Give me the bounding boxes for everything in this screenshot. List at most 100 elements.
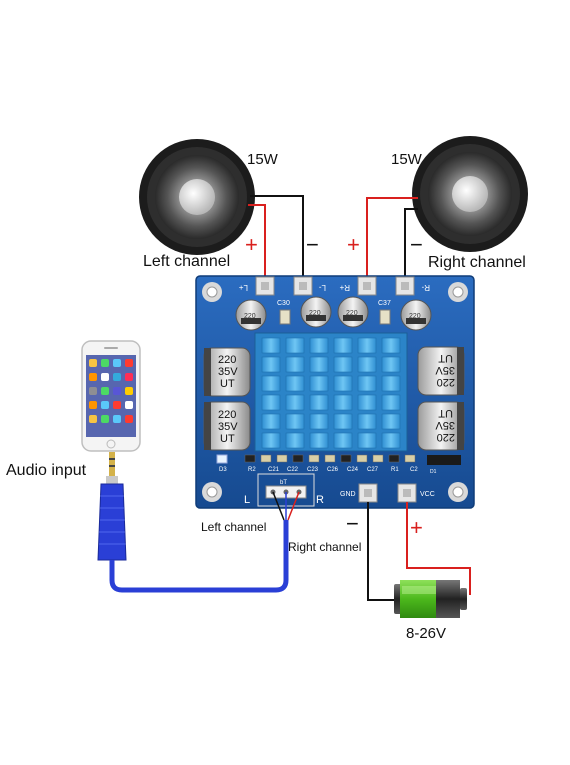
silk-c24: C24 <box>347 467 359 473</box>
silk-c27: C27 <box>367 467 379 473</box>
heatsink-fin <box>333 394 353 411</box>
output-terminals <box>255 276 415 296</box>
audio-jack-icon <box>97 452 127 561</box>
heatsink-fin <box>333 413 353 430</box>
silk-d1: D1 <box>430 469 437 475</box>
heatsink-fin <box>261 375 281 392</box>
top-cap-label-3: 220 <box>346 310 358 317</box>
smd-component <box>276 454 288 463</box>
cap-rt-line3: UT <box>438 352 453 364</box>
right-minus-sign: − <box>410 232 423 257</box>
cap-lb-line1: 220 <box>218 409 236 421</box>
app-icon <box>125 359 133 367</box>
cap-rt-line2: 35V <box>435 364 455 376</box>
right-speaker-icon <box>412 136 528 252</box>
heatsink-fin <box>333 432 353 449</box>
heatsink-fin <box>285 394 305 411</box>
app-icon <box>113 401 121 409</box>
top-cap-label-4: 220 <box>409 313 421 320</box>
audio-cable <box>109 520 289 593</box>
vcc-label: VCC <box>420 491 435 498</box>
app-icon <box>125 387 133 395</box>
smd-component <box>356 454 368 463</box>
top-cap-label-1: 220 <box>244 313 256 320</box>
battery-icon <box>394 580 467 618</box>
heatsink-fin <box>357 432 377 449</box>
heatsink-fin <box>261 413 281 430</box>
power-wires <box>367 502 471 601</box>
heatsink-fin <box>381 337 401 354</box>
smd-component <box>260 454 272 463</box>
silk-c23: C23 <box>307 467 319 473</box>
heatsink-fin <box>333 375 353 392</box>
silk-c2: C2 <box>410 467 418 473</box>
heatsink-fin <box>309 375 329 392</box>
heatsink-fin <box>285 375 305 392</box>
big-capacitor-left-bottom <box>203 401 251 451</box>
cap-lt-line2: 35V <box>218 366 238 378</box>
led-icon <box>216 454 228 464</box>
smartphone-icon <box>81 340 141 452</box>
silk-c21: C21 <box>268 467 280 473</box>
app-icon <box>89 359 97 367</box>
heatsink-fin <box>381 375 401 392</box>
gnd-label: GND <box>340 491 356 498</box>
heatsink-fin <box>261 394 281 411</box>
smd-component <box>308 454 320 463</box>
cap-lt-line1: 220 <box>218 354 236 366</box>
input-mid-label: bT <box>280 480 287 486</box>
heatsink-fin <box>381 413 401 430</box>
heatsink-fin <box>333 356 353 373</box>
app-icon <box>113 373 121 381</box>
right-channel-label: Right channel <box>428 254 526 271</box>
diode-icon <box>427 455 461 465</box>
heatsink-fin <box>285 356 305 373</box>
power-plus-sign: + <box>410 515 423 540</box>
top-cap-label-2: 220 <box>309 310 321 317</box>
app-icon <box>113 359 121 367</box>
input-l-label: L <box>244 494 250 506</box>
smd-component <box>372 454 384 463</box>
heatsink-fin <box>309 356 329 373</box>
input-signal-wires <box>272 491 300 521</box>
app-icon <box>101 401 109 409</box>
silk-r2: R2 <box>248 467 256 473</box>
heatsink-fin <box>309 413 329 430</box>
silk-d3: D3 <box>219 467 227 473</box>
heatsink-fin <box>381 432 401 449</box>
heatsink <box>254 332 408 452</box>
smd-component <box>388 454 400 463</box>
app-icon <box>113 415 121 423</box>
heatsink-fin <box>309 432 329 449</box>
power-terminals <box>358 483 417 503</box>
cap-rb-line1: 220 <box>437 431 455 443</box>
cap-lt-line3: UT <box>220 378 235 390</box>
silk-r1: R1 <box>391 467 399 473</box>
smd-component <box>292 454 304 463</box>
left-channel-label: Left channel <box>143 253 230 270</box>
left-speaker-icon <box>139 139 255 255</box>
heatsink-fin <box>381 356 401 373</box>
big-capacitor-right-bottom <box>417 401 465 451</box>
input-r-label: R <box>316 494 324 506</box>
heatsink-fin <box>357 394 377 411</box>
big-capacitor-right-top <box>417 346 465 396</box>
heatsink-fin <box>261 432 281 449</box>
input-right-channel-label: Right channel <box>288 540 361 554</box>
heatsink-fin <box>333 337 353 354</box>
cap-lb-line3: UT <box>220 433 235 445</box>
left-speaker-wires <box>248 195 304 278</box>
heatsink-fin <box>357 375 377 392</box>
left-plus-sign: + <box>245 232 258 257</box>
smd-capacitor <box>379 309 391 325</box>
heatsink-fin <box>285 432 305 449</box>
amplifier-board: L+ L- R+ R- 220 220 220 220 C30 C37 <box>195 275 475 509</box>
left-minus-sign: − <box>306 232 319 257</box>
heatsink-fin <box>261 356 281 373</box>
app-icon <box>125 415 133 423</box>
input-left-channel-label: Left channel <box>201 520 266 534</box>
smd-component <box>340 454 352 463</box>
silk-c30: C30 <box>277 300 290 307</box>
app-icon <box>89 373 97 381</box>
